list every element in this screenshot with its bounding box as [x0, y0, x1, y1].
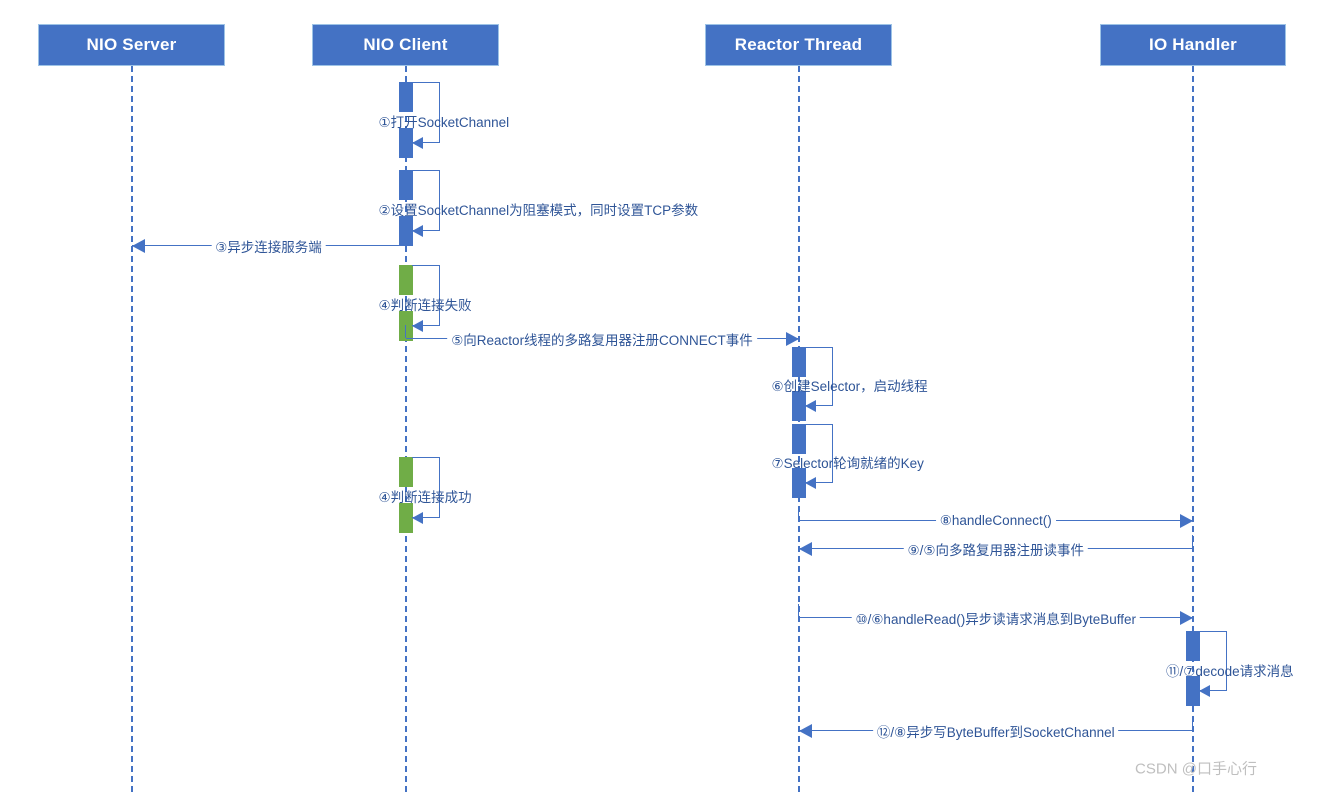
lifeline-nio-server: [130, 66, 133, 792]
message-tail-handle-connect: [797, 507, 799, 520]
selfcall-label-set-blocking-mode: ②设置SocketChannel为阻塞模式，同时设置TCP参数: [378, 203, 699, 218]
message-arrowhead-handle-read-async: [1180, 611, 1193, 625]
activation-bar-judge-connect-success-top: [398, 457, 413, 487]
selfcall-label-judge-connect-success: ④判断连接成功: [378, 490, 472, 505]
activation-bar-open-socketchannel-top: [398, 82, 413, 112]
selfcall-bracket-judge-connect-success: [411, 457, 440, 518]
message-label-async-write-bytebuffer: ⑫/⑧异步写ByteBuffer到SocketChannel: [872, 721, 1119, 741]
activation-bar-selector-poll-key-bottom: [791, 468, 806, 498]
selfcall-label-create-selector: ⑥创建Selector，启动线程: [771, 379, 928, 394]
actor-box-nio-client[interactable]: NIO Client: [312, 24, 499, 66]
message-tail-handle-read-async: [797, 604, 799, 617]
selfcall-label-selector-poll-key: ⑦Selector轮询就绪的Key: [771, 456, 924, 471]
activation-bar-create-selector-top: [791, 347, 806, 377]
watermark-text: CSDN @口手心行: [1135, 760, 1257, 778]
actor-label-reactor-thread: Reactor Thread: [734, 35, 863, 54]
activation-bar-judge-connect-fail-bottom: [398, 311, 413, 341]
selfcall-arrowhead-judge-connect-fail: [411, 320, 423, 332]
activation-bar-decode-request-message-bottom: [1186, 676, 1200, 706]
message-arrowhead-register-read-event: [798, 542, 812, 556]
lifeline-io-handler: [1192, 66, 1194, 792]
message-arrowhead-async-connect-server: [131, 239, 145, 253]
actor-label-io-handler: IO Handler: [1149, 35, 1237, 54]
selfcall-bracket-open-socketchannel: [411, 82, 440, 143]
selfcall-bracket-create-selector: [804, 347, 833, 406]
selfcall-arrowhead-decode-request-message: [1199, 685, 1210, 697]
activation-bar-judge-connect-fail-top: [398, 265, 413, 295]
activation-bar-open-socketchannel-bottom: [398, 128, 413, 158]
actor-label-nio-client: NIO Client: [363, 35, 448, 54]
selfcall-label-open-socketchannel: ①打开SocketChannel: [378, 115, 510, 130]
selfcall-arrowhead-set-blocking-mode: [411, 225, 423, 237]
actor-box-nio-server[interactable]: NIO Server: [38, 24, 225, 66]
activation-bar-selector-poll-key-top: [791, 424, 806, 454]
selfcall-arrowhead-judge-connect-success: [411, 512, 423, 524]
selfcall-arrowhead-open-socketchannel: [411, 137, 423, 149]
selfcall-bracket-decode-request-message: [1199, 631, 1227, 691]
message-label-register-connect-event: ⑤向Reactor线程的多路复用器注册CONNECT事件: [447, 329, 757, 349]
activation-bar-create-selector-bottom: [791, 391, 806, 421]
message-label-register-read-event: ⑨/⑤向多路复用器注册读事件: [903, 539, 1088, 559]
message-label-async-connect-server: ③异步连接服务端: [211, 236, 326, 256]
selfcall-bracket-selector-poll-key: [804, 424, 833, 483]
message-tail-register-connect-event: [404, 325, 406, 338]
selfcall-arrowhead-create-selector: [804, 400, 816, 412]
selfcall-label-judge-connect-fail: ④判断连接失败: [378, 298, 472, 313]
activation-bar-set-blocking-mode-bottom: [398, 216, 413, 246]
actor-box-io-handler[interactable]: IO Handler: [1100, 24, 1286, 66]
message-arrowhead-async-write-bytebuffer: [798, 724, 812, 738]
actor-box-reactor-thread[interactable]: Reactor Thread: [705, 24, 892, 66]
message-arrowhead-handle-connect: [1180, 514, 1193, 528]
message-arrowhead-register-connect-event: [785, 332, 799, 346]
selfcall-bracket-judge-connect-fail: [411, 265, 440, 326]
actor-label-nio-server: NIO Server: [86, 35, 177, 54]
selfcall-arrowhead-selector-poll-key: [804, 477, 816, 489]
selfcall-bracket-set-blocking-mode: [411, 170, 440, 231]
message-tail-async-connect-server: [404, 232, 406, 245]
lifeline-nio-client: [404, 66, 407, 792]
message-tail-register-read-event: [1192, 535, 1193, 548]
activation-bar-judge-connect-success-bottom: [398, 503, 413, 533]
message-label-handle-read-async: ⑩/⑥handleRead()异步读请求消息到ByteBuffer: [851, 608, 1141, 628]
activation-bar-set-blocking-mode-top: [398, 170, 413, 200]
message-label-handle-connect: ⑧handleConnect(): [935, 513, 1056, 529]
selfcall-label-decode-request-message: ⑪/⑦decode请求消息: [1166, 663, 1294, 679]
activation-bar-decode-request-message-top: [1186, 631, 1200, 661]
message-tail-async-write-bytebuffer: [1192, 717, 1193, 730]
